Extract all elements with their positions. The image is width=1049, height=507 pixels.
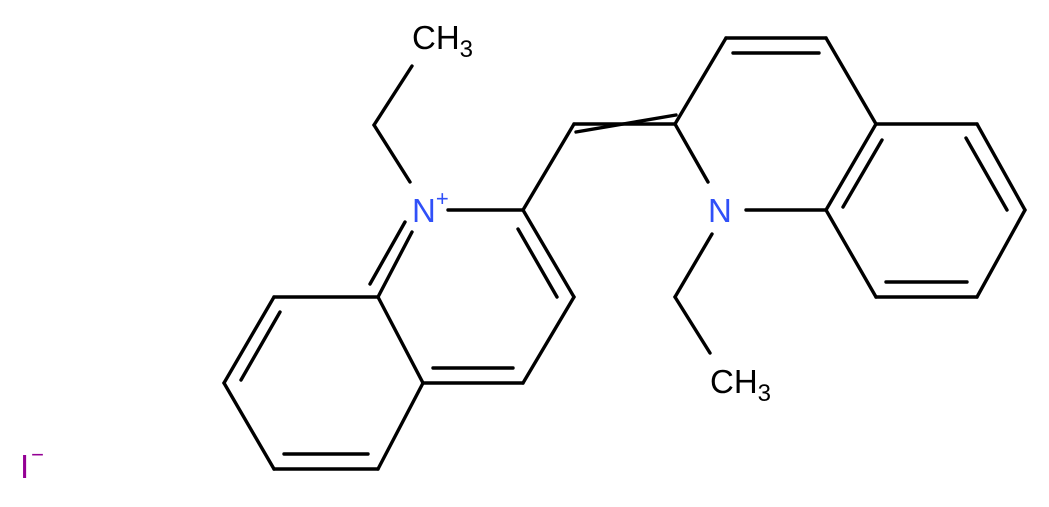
bond-c2-c3 — [521, 208, 576, 299]
bond-c6prime-c7prime — [975, 208, 1027, 299]
bond-c4prime-c4aprime — [824, 36, 878, 126]
bond-c2-c3-inner — [516, 227, 559, 299]
bond-c8aprime-c4aprime — [824, 122, 878, 212]
bond-c2-methine — [521, 122, 576, 212]
bond-n1-c8a-inner — [368, 220, 407, 286]
bond-n1prime-ch2 — [673, 232, 714, 299]
bond-n1-ch2 — [372, 123, 412, 184]
bond-c8aprime-c4aprime-inner — [841, 138, 884, 209]
bond-c2prime-c3prime — [673, 36, 728, 126]
bond-c2prime-n1prime — [673, 122, 710, 184]
bond-c5-c4a — [376, 381, 425, 471]
bond-c5prime-c6prime — [975, 122, 1027, 212]
bond-ch2-ch3-bottom — [673, 295, 712, 355]
nitrogen-plus-label: N+ — [412, 186, 449, 229]
atom-labels: CH3 N+ N CH3 I− — [20, 19, 771, 485]
bonds — [222, 36, 1027, 471]
bond-c3-c4 — [521, 295, 576, 385]
bond-c4a-c8a — [376, 295, 425, 385]
methyl-bottom-label: CH3 — [710, 363, 771, 407]
bond-n1-c8a — [376, 230, 414, 299]
bond-c8-c7 — [222, 295, 276, 385]
bond-c5prime-c6prime-inner — [964, 136, 1009, 212]
bond-c8-c7-inner — [239, 310, 282, 382]
bond-ch2-ch3-top — [372, 64, 414, 127]
bond-methine-c2prime-inner — [574, 113, 678, 134]
bond-c8prime-c8aprime — [824, 208, 878, 299]
methyl-top-label: CH3 — [412, 19, 473, 63]
nitrogen-label: N — [708, 192, 732, 229]
iodide-label: I− — [20, 442, 44, 485]
bond-c7-c6 — [222, 381, 276, 471]
